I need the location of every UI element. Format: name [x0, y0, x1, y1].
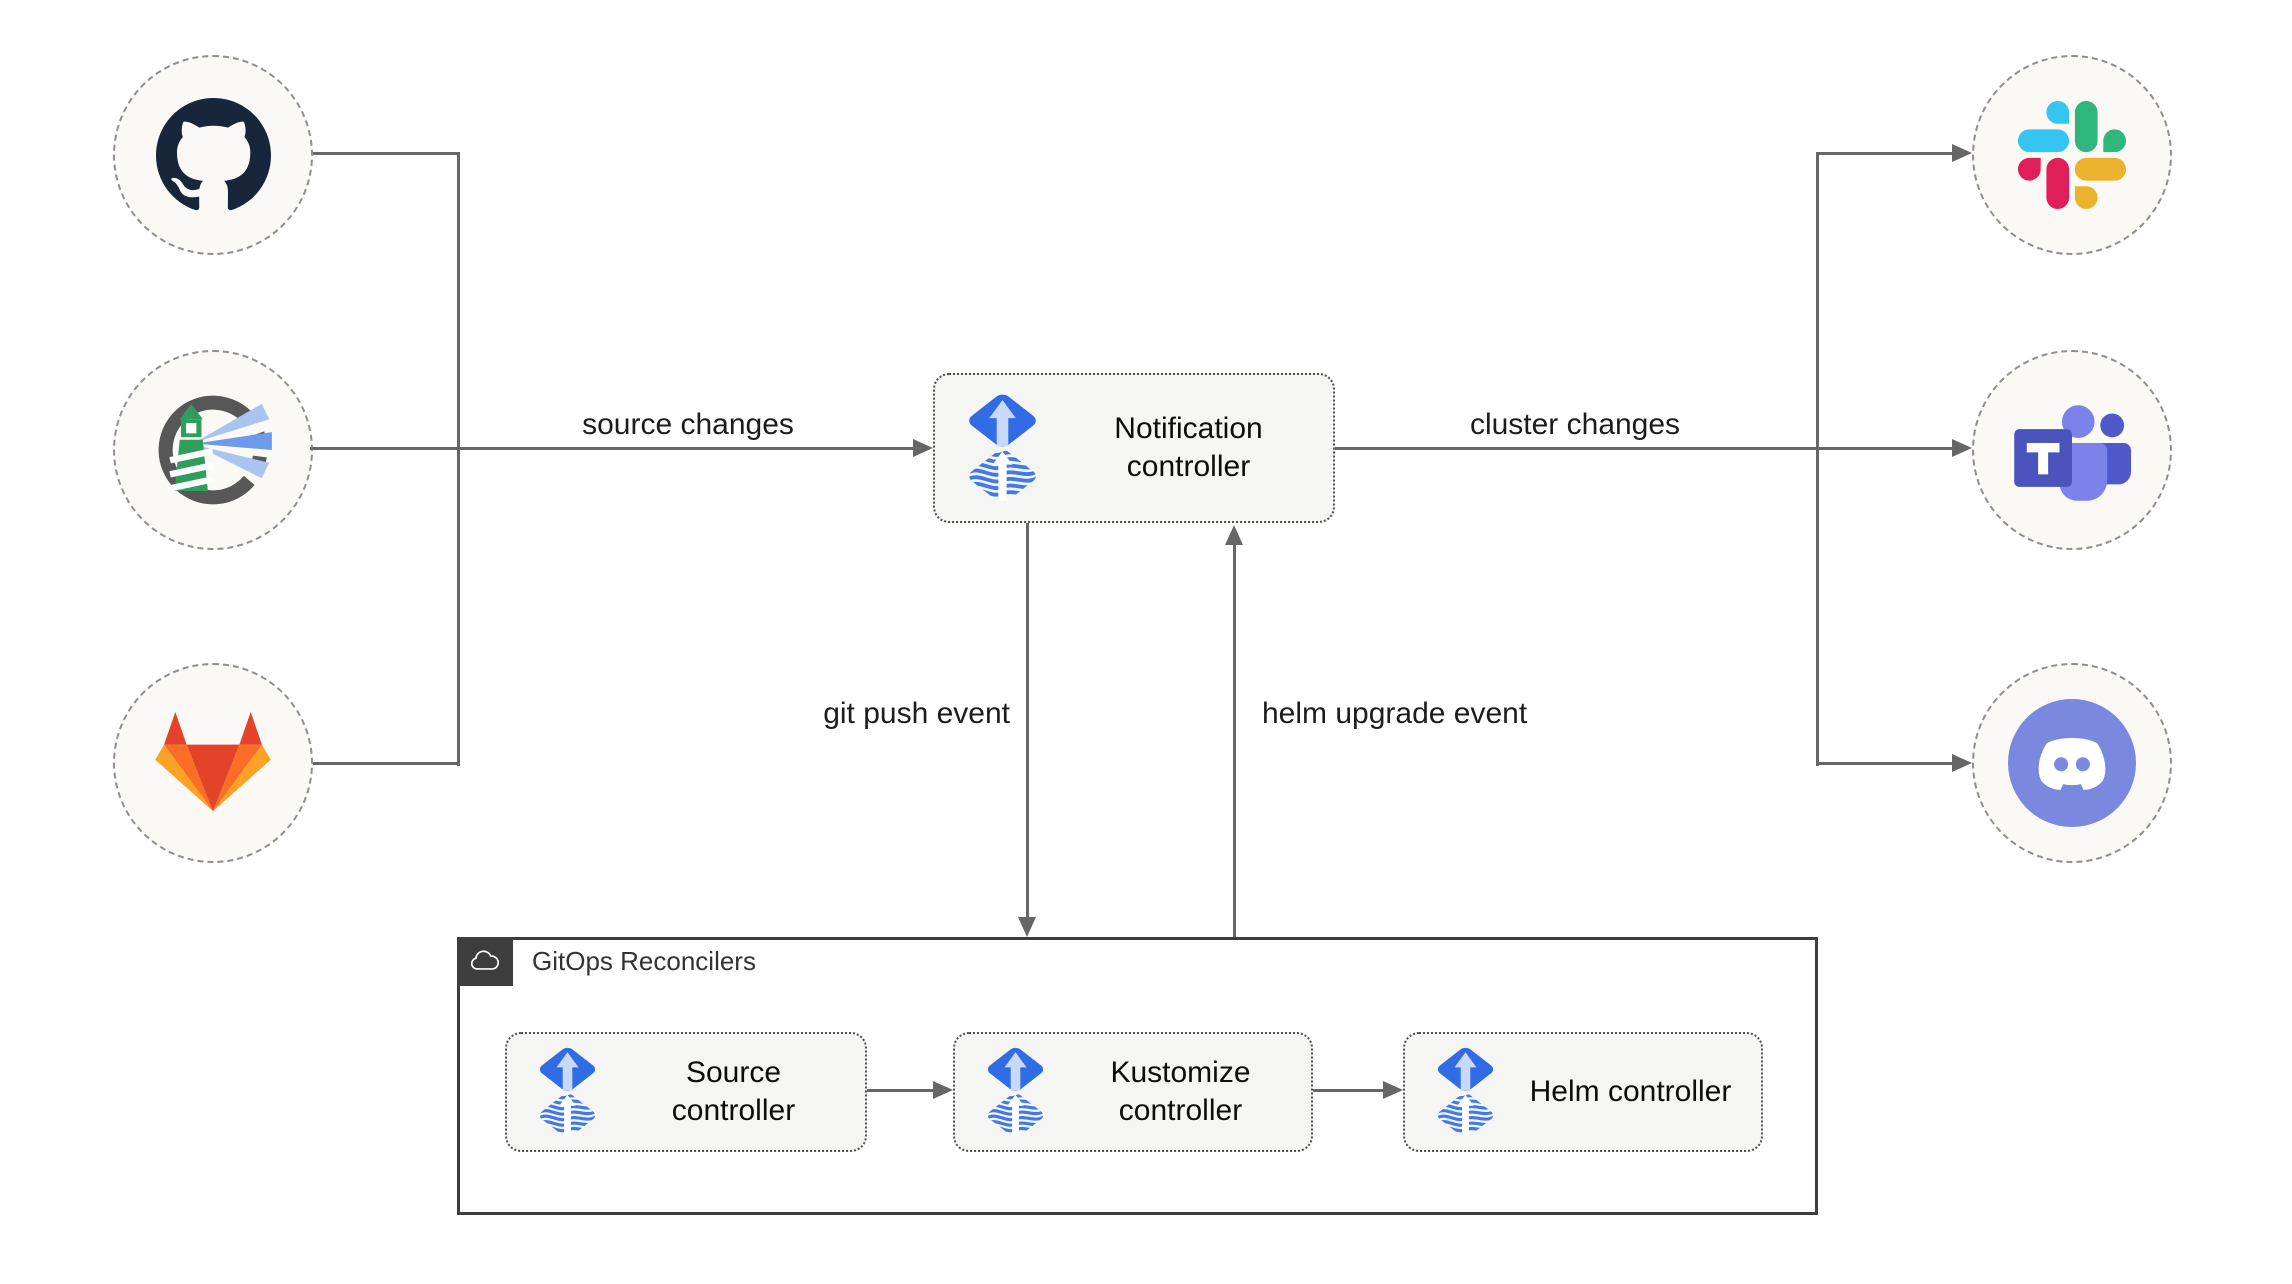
notification-controller-label: Notification controller	[1114, 412, 1263, 483]
node-label-wrap: Notification controller	[1044, 410, 1333, 486]
edge-to-teams-arrowhead	[1952, 439, 1972, 457]
kustomize-controller-label: Kustomize controller	[1110, 1056, 1251, 1127]
node-label-wrap: Source controller	[602, 1054, 865, 1130]
source-node-github	[113, 55, 313, 255]
edge-source-to-kustomize-arrowhead	[933, 1081, 953, 1099]
provider-node-slack	[1972, 55, 2172, 255]
provider-node-teams	[1972, 350, 2172, 550]
node-helm-controller: Helm controller	[1403, 1032, 1763, 1152]
slack-icon	[2018, 101, 2126, 209]
flux-icon	[1431, 1044, 1500, 1140]
edge-label-source-changes: source changes	[582, 408, 794, 441]
edge-gitlab-stub	[313, 762, 459, 765]
helm-controller-label: Helm controller	[1529, 1075, 1732, 1108]
teams-icon	[2009, 394, 2135, 507]
source-node-gitlab	[113, 663, 313, 863]
edge-github-stub	[313, 152, 459, 155]
edge-source-to-kustomize-line	[867, 1089, 935, 1092]
edge-to-discord-arrowhead	[1952, 754, 1972, 772]
source-controller-label: Source controller	[671, 1056, 796, 1127]
flux-icon	[533, 1044, 602, 1140]
provider-node-discord	[1972, 663, 2172, 863]
edge-to-slack-arrowhead	[1952, 144, 1972, 162]
edge-right-bus	[1816, 152, 1819, 766]
harbor-icon	[149, 386, 277, 514]
node-notification-controller: Notification controller	[933, 373, 1335, 523]
node-label-wrap: Kustomize controller	[1050, 1054, 1311, 1130]
cloud-icon	[468, 950, 502, 974]
edge-helm-upgrade-line	[1233, 543, 1236, 937]
flux-icon	[961, 390, 1044, 506]
github-icon	[156, 98, 271, 213]
group-title: GitOps Reconcilers	[532, 946, 756, 976]
flux-icon	[981, 1044, 1050, 1140]
edge-git-push-line	[1026, 523, 1029, 919]
edge-source-changes-arrowhead	[913, 439, 933, 457]
group-tab	[457, 937, 513, 986]
discord-icon	[2008, 699, 2136, 827]
node-label-wrap: Helm controller	[1500, 1073, 1761, 1111]
edge-cluster-changes-line	[1335, 447, 1818, 450]
edge-kustomize-to-helm-line	[1313, 1089, 1385, 1092]
gitlab-icon	[150, 707, 276, 820]
edge-label-cluster-changes: cluster changes	[1469, 408, 1681, 441]
edge-left-bus	[457, 152, 460, 766]
edge-source-changes-line	[310, 447, 915, 450]
group-gitops-reconcilers	[457, 937, 1818, 1215]
edge-helm-upgrade-arrowhead	[1225, 525, 1243, 545]
edge-to-slack-line	[1818, 152, 1952, 155]
edge-to-discord-line	[1818, 762, 1952, 765]
node-source-controller: Source controller	[505, 1032, 867, 1152]
edge-git-push-arrowhead	[1018, 917, 1036, 937]
edge-label-helm-upgrade-event: helm upgrade event	[1262, 697, 1528, 730]
source-node-harbor	[113, 350, 313, 550]
edge-to-teams-line	[1818, 447, 1952, 450]
edge-label-git-push-event: git push event	[823, 697, 1010, 730]
edge-kustomize-to-helm-arrowhead	[1383, 1081, 1403, 1099]
node-kustomize-controller: Kustomize controller	[953, 1032, 1313, 1152]
